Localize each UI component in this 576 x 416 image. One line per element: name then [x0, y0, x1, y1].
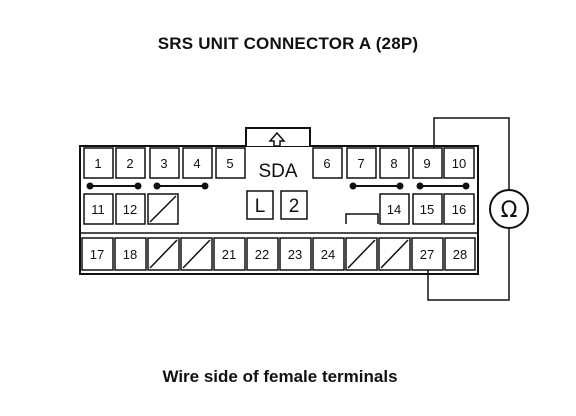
pin-label: 23	[288, 247, 302, 262]
pin-label: 6	[323, 156, 330, 171]
pin-7-cell	[346, 147, 377, 179]
pin-label: 28	[453, 247, 467, 262]
pin-label: 15	[420, 202, 434, 217]
pin-label: 8	[390, 156, 397, 171]
pin-label: 9	[423, 156, 430, 171]
row-3	[81, 237, 476, 271]
pin-10-cell	[443, 147, 475, 179]
diagram-title: SRS UNIT CONNECTOR A (28P)	[157, 34, 419, 53]
pin-28-cell	[444, 237, 476, 271]
pin-label: 21	[222, 247, 236, 262]
lock-mark-l: L	[255, 196, 266, 217]
pin-label: 14	[387, 202, 401, 217]
row-1	[83, 147, 475, 179]
pin-label: 5	[226, 156, 233, 171]
pin-21-cell	[213, 237, 246, 271]
pin-11-cell	[83, 193, 114, 225]
meter-wiring	[427, 117, 510, 301]
pin-4-cell	[182, 147, 213, 179]
pin-label: 12	[123, 202, 137, 217]
pin-18-cell	[114, 237, 147, 271]
lock-mark-l-box	[246, 190, 274, 220]
pin-label: 18	[123, 247, 137, 262]
pin-5-cell	[215, 147, 246, 179]
pin-16-cell	[443, 193, 475, 225]
pin-label: 10	[452, 156, 466, 171]
pin-label: 17	[90, 247, 104, 262]
pin-27-cell	[411, 237, 444, 271]
pin-1-cell	[83, 147, 114, 179]
pin-labels: 1 2 3 4 5 6 7 8 9 10 11 12 14 15 16 17 1…	[90, 156, 467, 262]
lock-mark-2: 2	[289, 196, 300, 217]
pin-15-cell	[412, 193, 443, 225]
pin-label: 16	[452, 202, 466, 217]
pin-14-cell	[379, 193, 410, 225]
pin-24-cell	[312, 237, 345, 271]
pin-22-cell	[246, 237, 279, 271]
pin-label: 11	[91, 202, 105, 217]
pin-label: 7	[357, 156, 364, 171]
pin-2-cell	[115, 147, 146, 179]
up-arrow-icon	[268, 131, 286, 147]
pin-12-cell	[115, 193, 146, 225]
pin-label: 3	[160, 156, 167, 171]
sda-key-housing	[245, 127, 311, 146]
pin-label: 24	[321, 247, 335, 262]
pin-label: 22	[255, 247, 269, 262]
lock-mark-2-box	[280, 190, 308, 220]
pin-label: 27	[420, 247, 434, 262]
diagram-caption: Wire side of female terminals	[162, 367, 398, 386]
ohm-symbol: Ω	[501, 198, 518, 223]
pin-8-cell	[379, 147, 410, 179]
pin-9-cell	[412, 147, 443, 179]
pin-3-cell	[149, 147, 180, 179]
sda-label: SDA	[258, 161, 297, 182]
pin-6-cell	[312, 147, 343, 179]
pin-label: 1	[94, 156, 101, 171]
pin-23-cell	[279, 237, 312, 271]
pin-17-cell	[81, 237, 114, 271]
pin-label: 2	[126, 156, 133, 171]
ohm-meter-icon: Ω	[489, 189, 529, 229]
shorting-bars	[86, 182, 470, 190]
pin-label: 4	[193, 156, 200, 171]
